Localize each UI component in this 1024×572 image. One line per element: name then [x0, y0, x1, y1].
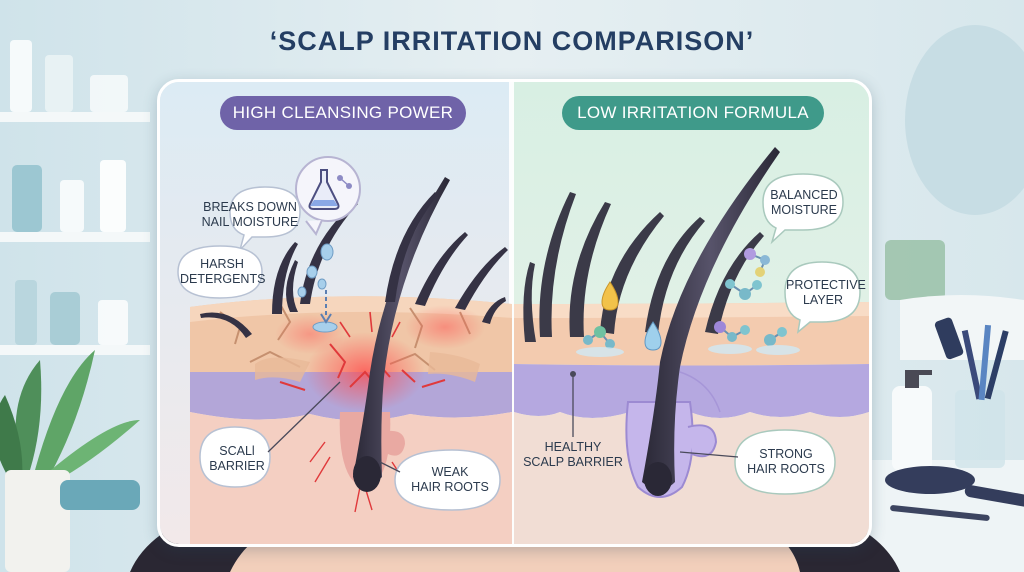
weak-roots-bubble [394, 449, 501, 511]
towel [60, 480, 140, 510]
protective-layer-label: PROTECTIVE LAYER [786, 278, 866, 307]
strong-roots-label: STRONG HAIR ROOTS [747, 447, 825, 476]
strong-roots-bubble [734, 429, 836, 495]
protective-layer-bubble [784, 261, 861, 334]
shelf [0, 345, 150, 355]
mirror [905, 25, 1024, 215]
harsh-detergents-bubble [177, 245, 263, 299]
scalp-illustration [160, 82, 869, 544]
high-cleansing-heading: HIGH CLEANSING POWER [220, 96, 466, 130]
molecule-icon [725, 279, 762, 300]
pointer-line [267, 381, 341, 453]
water-drops [297, 243, 338, 333]
breaks-down-label: BREAKS DOWN NAIL MOISTURE [201, 200, 299, 229]
comparison-panel: HIGH CLEANSING POWER LOW IRRITATION FORM… [157, 79, 872, 547]
hair-brush [885, 466, 1024, 521]
weak-roots-label: WEAK HAIR ROOTS [411, 465, 489, 494]
plant [0, 350, 140, 572]
water-drop-icon [644, 321, 662, 351]
shelf [0, 232, 150, 242]
molecule-icon [576, 326, 624, 357]
low-irritation-heading: LOW IRRITATION FORMULA [562, 96, 824, 130]
oil-drop-icon [601, 281, 619, 311]
healthy-skin-section [514, 302, 869, 544]
molecule-icon [708, 321, 752, 354]
breaks-down-bubble [229, 186, 301, 251]
soap-dispenser [892, 370, 932, 471]
scalp-barrier-label: SCALl BARRIER [209, 444, 265, 473]
shelf [0, 112, 150, 122]
brush-cup [934, 317, 1009, 468]
scalp-barrier-bubble [199, 426, 271, 488]
balanced-moisture-bubble [762, 173, 844, 245]
weak-hair-strands [200, 177, 508, 492]
balanced-moisture-label: BALANCED MOISTURE [770, 188, 838, 217]
page-title: ‘SCALP IRRITATION COMPARISON’ [269, 26, 755, 56]
molecule-icon [744, 248, 770, 277]
harsh-detergents-label: HARSH DETERGENTS [180, 257, 266, 286]
flask-icon [295, 156, 361, 236]
healthy-scalp-label: HEALTHY SCALP BARRIER [523, 440, 623, 469]
molecule-icon [756, 327, 800, 355]
